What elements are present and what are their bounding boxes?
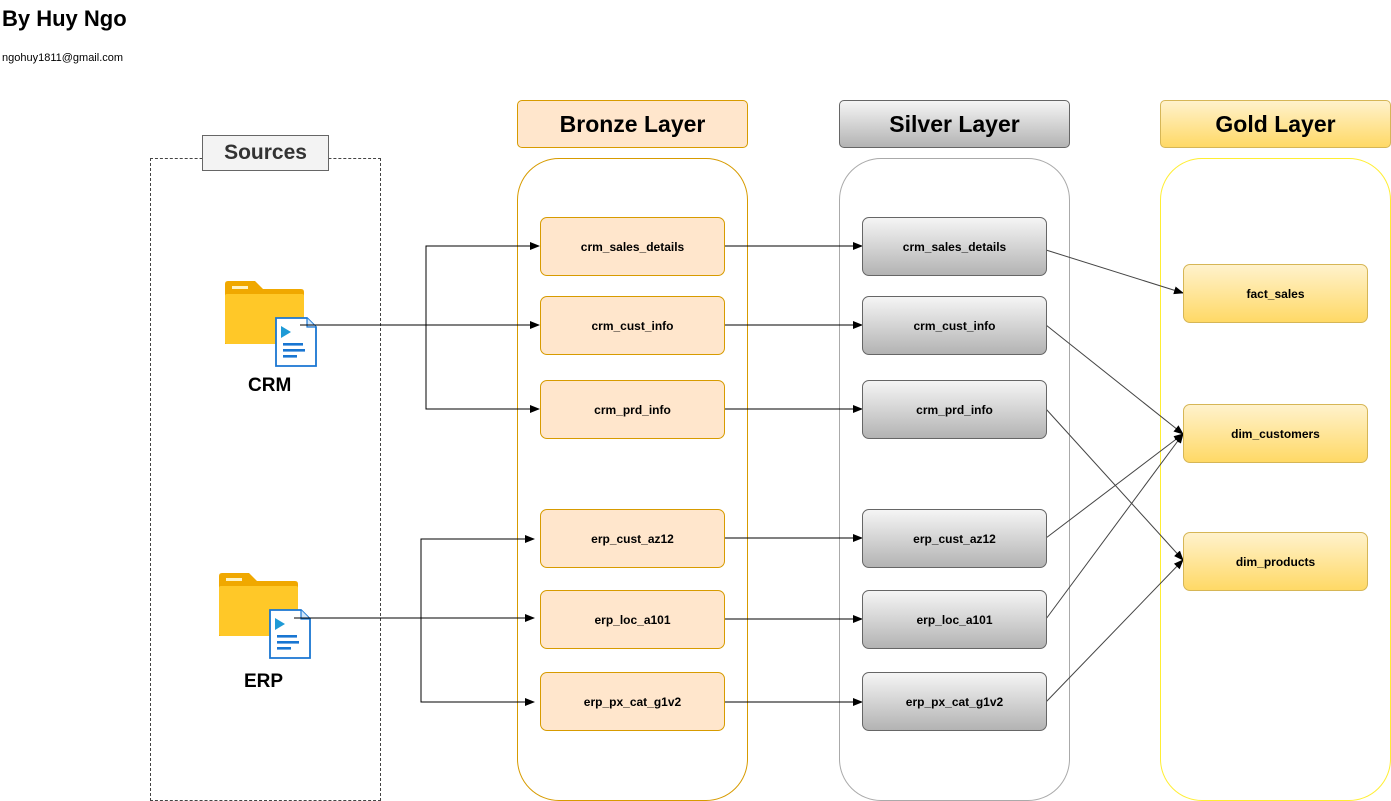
gold-table-dim-products[interactable]: dim_products bbox=[1183, 532, 1368, 591]
silver-table-erp-loc-a101[interactable]: erp_loc_a101 bbox=[862, 590, 1047, 649]
bronze-table-erp-px-cat-g1v2[interactable]: erp_px_cat_g1v2 bbox=[540, 672, 725, 731]
bronze-table-crm-sales-details[interactable]: crm_sales_details bbox=[540, 217, 725, 276]
silver-layer-header: Silver Layer bbox=[839, 100, 1070, 148]
sources-label: Sources bbox=[202, 135, 329, 171]
bronze-table-crm-cust-info[interactable]: crm_cust_info bbox=[540, 296, 725, 355]
silver-table-erp-cust-az12[interactable]: erp_cust_az12 bbox=[862, 509, 1047, 568]
author-email: ngohuy1811@gmail.com bbox=[2, 52, 124, 64]
gold-table-fact-sales[interactable]: fact_sales bbox=[1183, 264, 1368, 323]
erp-source[interactable] bbox=[217, 572, 313, 662]
author-title: By Huy Ngo bbox=[2, 6, 127, 31]
bronze-table-crm-prd-info[interactable]: crm_prd_info bbox=[540, 380, 725, 439]
folder-document-icon bbox=[219, 573, 311, 659]
gold-table-dim-customers[interactable]: dim_customers bbox=[1183, 404, 1368, 463]
bronze-table-erp-loc-a101[interactable]: erp_loc_a101 bbox=[540, 590, 725, 649]
erp-label: ERP bbox=[244, 671, 284, 692]
bronze-table-erp-cust-az12[interactable]: erp_cust_az12 bbox=[540, 509, 725, 568]
silver-table-erp-px-cat-g1v2[interactable]: erp_px_cat_g1v2 bbox=[862, 672, 1047, 731]
silver-table-crm-cust-info[interactable]: crm_cust_info bbox=[862, 296, 1047, 355]
silver-table-crm-prd-info[interactable]: crm_prd_info bbox=[862, 380, 1047, 439]
crm-label: CRM bbox=[248, 375, 292, 396]
silver-table-crm-sales-details[interactable]: crm_sales_details bbox=[862, 217, 1047, 276]
gold-layer-header: Gold Layer bbox=[1160, 100, 1391, 148]
crm-source[interactable] bbox=[223, 280, 319, 370]
bronze-layer-header: Bronze Layer bbox=[517, 100, 748, 148]
folder-document-icon bbox=[225, 281, 317, 367]
